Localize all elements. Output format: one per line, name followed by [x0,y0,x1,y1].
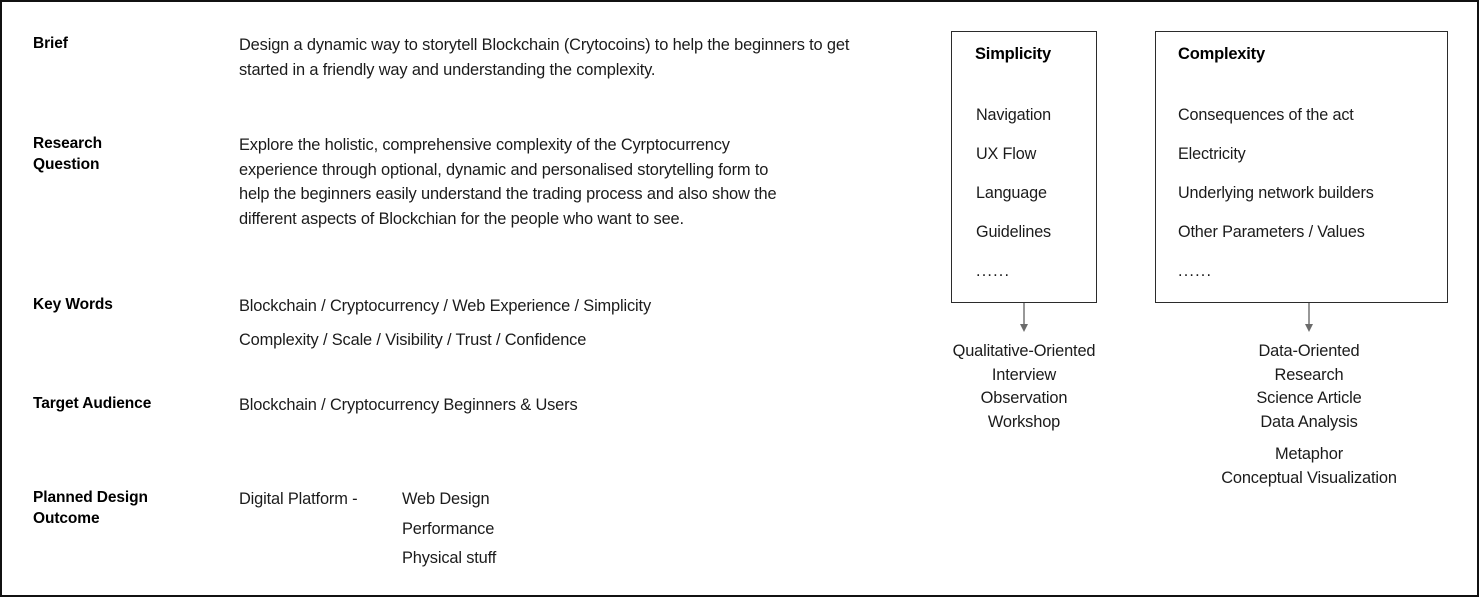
outcome-line: Interview [991,365,1057,384]
key-words-line-2: Complexity / Scale / Visibility / Trust … [239,330,587,349]
concept-item-ellipsis: ...... [1178,262,1213,280]
brief-table: Brief Design a dynamic way to storytell … [2,2,902,595]
concept-item: Underlying network builders [1178,184,1374,202]
row-label-brief: Brief [33,35,68,52]
outcome-spacer [1164,434,1454,443]
concept-item-ellipsis: ...... [976,262,1011,280]
concept-item: Guidelines [976,223,1051,241]
planned-design-outcome-list: Web Design Performance Physical stuff [402,487,496,571]
concept-item: Electricity [1178,145,1246,163]
outcome-line: Data Analysis [1260,412,1358,431]
row-value-target-audience: Blockchain / Cryptocurrency Beginners & … [239,396,578,414]
concept-box-title-simplicity: Simplicity [975,45,1051,63]
concept-box-complexity: Complexity Consequences of the act Elect… [1155,31,1448,303]
outcome-line: Science Article [1256,389,1362,408]
row-value-research-question: Explore the holistic, comprehensive comp… [239,136,777,228]
concept-box-list-simplicity: Navigation UX Flow Language Guidelines .… [976,105,1086,282]
outcome-line: Qualitative-Oriented [952,342,1096,360]
outcome-line: Research [1274,365,1344,384]
outcome-line: Observation [980,389,1068,408]
outcome-line: Workshop [987,412,1061,431]
row-label-target-audience: Target Audience [33,395,152,412]
planned-design-outcome-item: Physical stuff [402,549,497,568]
concept-item: UX Flow [976,145,1037,163]
row-label-planned-design-outcome: Planned Design Outcome [33,489,148,527]
outcome-line: Data-Oriented [1258,342,1360,360]
planned-design-outcome-item: Web Design [402,490,490,508]
concept-box-list-complexity: Consequences of the act Electricity Unde… [1178,105,1437,282]
concept-item: Navigation [976,106,1051,124]
planned-design-outcome-prefix: Digital Platform - [239,490,358,508]
row-label-research-question: Research Question [33,135,102,173]
concept-box-simplicity: Simplicity Navigation UX Flow Language G… [951,31,1097,303]
outcome-stack-simplicity: Qualitative-Oriented Interview Observati… [901,340,1147,434]
concept-item: Language [976,184,1047,202]
outcome-stack-complexity: Data-Oriented Research Science Article D… [1164,340,1454,491]
row-label-key-words: Key Words [33,296,113,313]
row-value-brief: Design a dynamic way to storytell Blockc… [239,36,850,79]
concept-item: Consequences of the act [1178,106,1354,124]
outcome-line: Conceptual Visualization [1221,468,1397,487]
concept-box-title-complexity: Complexity [1178,45,1265,63]
arrow-down-complexity [1305,303,1313,332]
key-words-line-1: Blockchain / Cryptocurrency / Web Experi… [239,297,651,315]
arrow-down-simplicity [1020,303,1028,332]
concept-item: Other Parameters / Values [1178,223,1365,241]
row-value-key-words: Blockchain / Cryptocurrency / Web Experi… [239,294,899,352]
planned-design-outcome-item: Performance [402,519,495,538]
outcome-line: Metaphor [1274,445,1344,464]
